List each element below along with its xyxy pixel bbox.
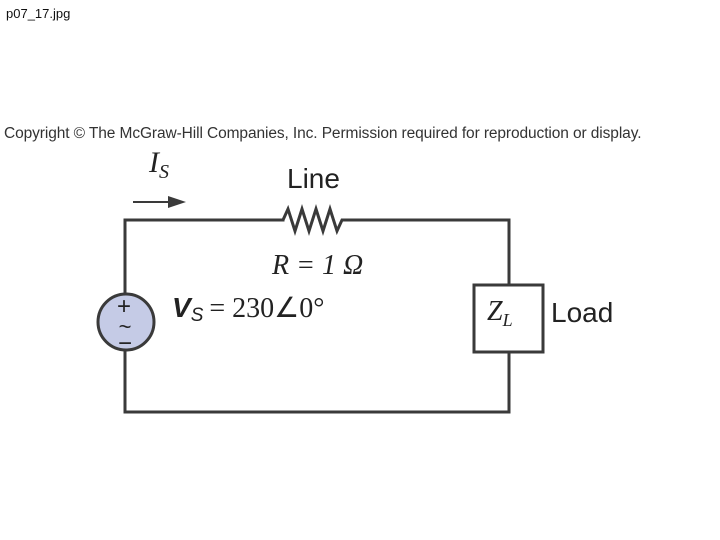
current-arrow [133, 196, 186, 208]
load-impedance-label: ZL [487, 296, 513, 330]
current-label: IS [148, 146, 169, 183]
voltage-source: + ~ − [96, 292, 156, 357]
wire-left-top [123, 218, 285, 300]
resistor-value-label: R = 1 Ω [271, 250, 363, 281]
load-label-main: Z [487, 296, 503, 327]
line-label: Line [287, 163, 340, 194]
source-tilde-sign: ~ [119, 314, 132, 339]
current-label-main: I [148, 146, 161, 179]
wire-right-top [343, 218, 511, 287]
source-label-sub: S [191, 305, 204, 326]
source-value: = 230∠0° [209, 293, 324, 324]
load-label-sub: L [502, 310, 513, 330]
filename-label: p07_17.jpg [6, 6, 71, 21]
source-minus-sign: − [118, 330, 132, 357]
source-plus-sign: + [117, 293, 131, 320]
current-label-sub: S [159, 161, 169, 183]
circuit-wires [123, 218, 511, 414]
source-voltage-label: VS= 230∠0° [172, 292, 324, 326]
resistor-symbol [281, 204, 345, 236]
source-label-main: V [172, 292, 193, 323]
wire-right-bottom [123, 345, 511, 414]
copyright-notice: Copyright © The McGraw-Hill Companies, I… [4, 125, 642, 142]
load-box [472, 283, 545, 354]
load-label: Load [551, 297, 613, 328]
